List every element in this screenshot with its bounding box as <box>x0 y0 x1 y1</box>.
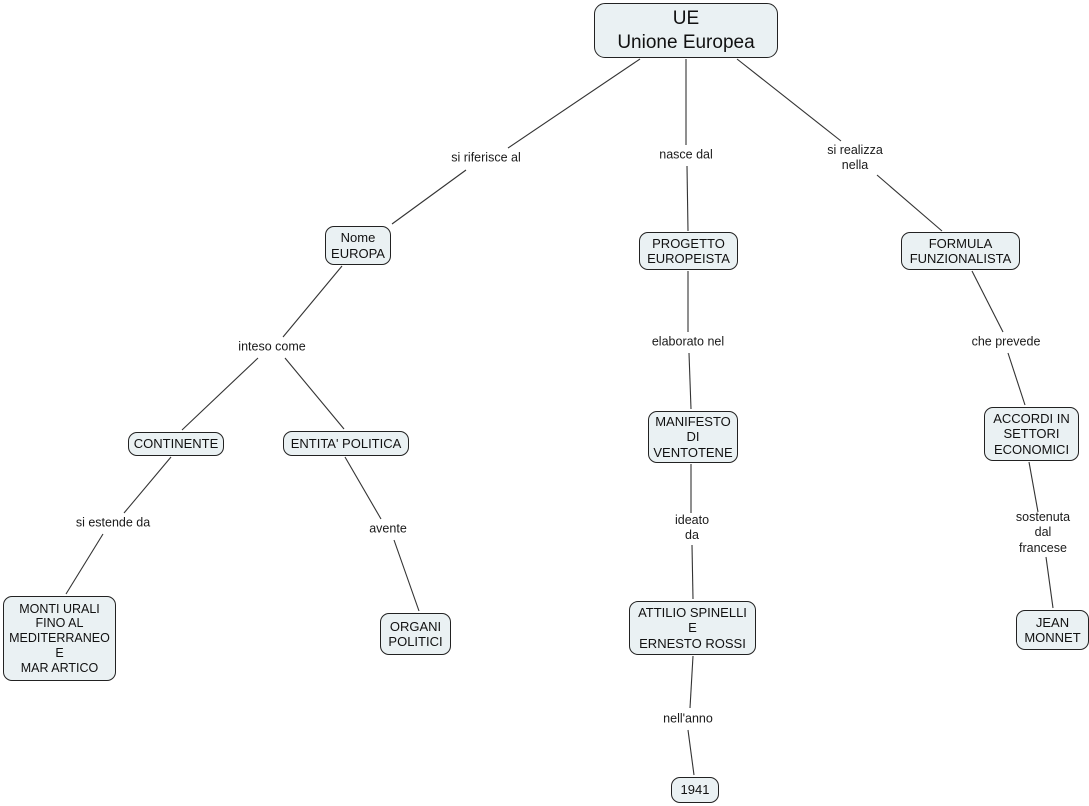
link-label-si-realizza-nella: si realizza nella <box>827 142 883 172</box>
node-jean-monnet[interactable]: JEAN MONNET <box>1016 610 1089 650</box>
edge-si-riferisce-al-to-nome-europa <box>391 169 467 225</box>
edge-ue-to-si-riferisce-al <box>507 58 641 149</box>
link-label-nell-anno: nell'anno <box>663 711 713 726</box>
edge-formula-to-che-prevede <box>971 270 1004 333</box>
node-formula-funzionalista[interactable]: FORMULA FUNZIONALISTA <box>901 232 1020 270</box>
node-organi-politici[interactable]: ORGANI POLITICI <box>380 613 451 655</box>
edge-avente-to-organi <box>393 539 420 612</box>
edge-si-realizza-nella-to-formula <box>876 174 943 232</box>
edge-elaborato-nel-to-manifesto <box>688 352 692 410</box>
link-label-si-riferisce-al: si riferisce al <box>451 150 521 165</box>
edge-accordi-to-sostenuta <box>1028 461 1039 513</box>
link-label-nasce-dal: nasce dal <box>659 147 713 162</box>
edge-inteso-come-to-entita <box>284 357 345 430</box>
edge-ideato-da-to-attilio <box>691 544 694 600</box>
edge-inteso-come-to-continente <box>181 357 259 431</box>
edge-si-estende-da-to-monti <box>65 533 104 595</box>
edge-nasce-dal-to-progetto <box>686 165 689 232</box>
node-continente[interactable]: CONTINENTE <box>128 432 224 456</box>
node-attilio-spinelli-ernesto-rossi[interactable]: ATTILIO SPINELLI E ERNESTO ROSSI <box>629 601 756 655</box>
edge-attilio-to-nell-anno <box>689 655 694 709</box>
edge-ue-to-si-realizza-nella <box>736 58 842 142</box>
link-label-che-prevede: che prevede <box>971 334 1041 349</box>
node-anno-1941[interactable]: 1941 <box>671 777 719 803</box>
node-nome-europa[interactable]: Nome EUROPA <box>325 226 391 265</box>
link-label-elaborato-nel: elaborato nel <box>651 334 725 349</box>
edge-sostenuta-to-jean <box>1045 556 1054 609</box>
link-label-sostenuta-dal-francese: sostenuta dal francese <box>1015 510 1071 555</box>
link-label-inteso-come: inteso come <box>238 339 306 354</box>
node-ue[interactable]: UE Unione Europea <box>594 3 778 58</box>
edge-che-prevede-to-accordi <box>1007 352 1026 406</box>
link-label-si-estende-da: si estende da <box>75 515 151 530</box>
node-entita-politica[interactable]: ENTITA' POLITICA <box>283 431 409 456</box>
edge-nome-europa-to-inteso-come <box>282 265 343 338</box>
edge-entita-to-avente <box>344 456 382 520</box>
node-monti-urali[interactable]: MONTI URALI FINO AL MEDITERRANEO E MAR A… <box>3 596 116 681</box>
link-label-ideato-da: ideato da <box>674 512 710 542</box>
edge-continente-to-si-estende-da <box>123 456 172 514</box>
node-accordi-in-settori-economici[interactable]: ACCORDI IN SETTORI ECONOMICI <box>984 407 1079 461</box>
node-manifesto-di-ventotene[interactable]: MANIFESTO DI VENTOTENE <box>648 411 738 463</box>
edge-nell-anno-to-1941 <box>687 729 695 776</box>
node-progetto-europeista[interactable]: PROGETTO EUROPEISTA <box>639 232 738 270</box>
link-label-avente: avente <box>369 521 407 536</box>
